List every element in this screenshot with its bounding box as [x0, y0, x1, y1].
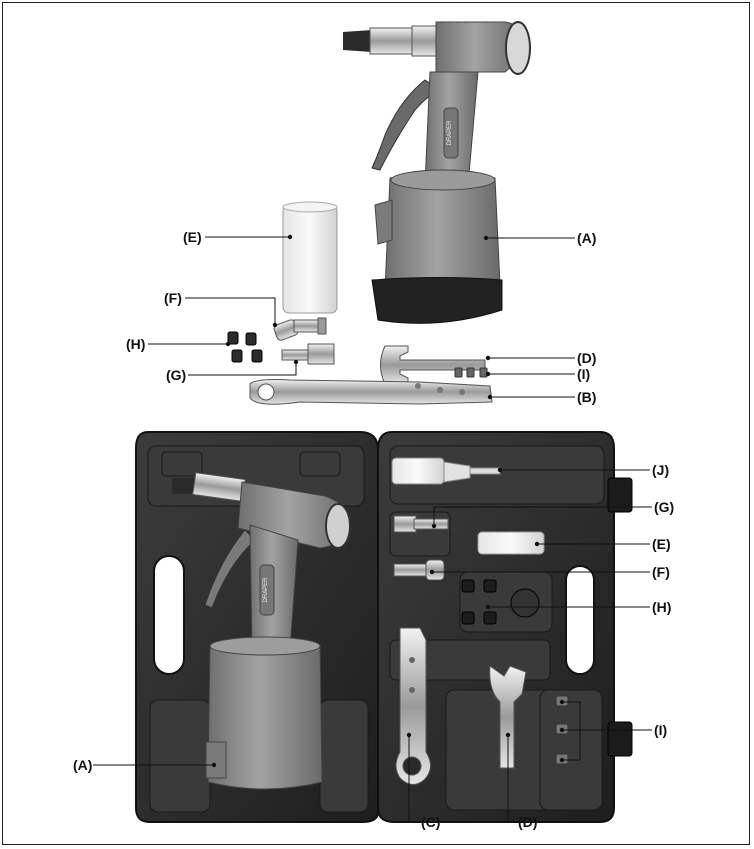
label-case-J: (J) — [652, 462, 669, 478]
rivet-tool-top: DRAPER — [343, 21, 531, 324]
label-case-F: (F) — [652, 564, 670, 580]
rivet-tool-case: DRAPER — [172, 472, 351, 790]
spanner-top — [380, 345, 486, 385]
label-top-G: (G) — [166, 367, 186, 383]
air-coupling-top — [281, 343, 335, 365]
swivel-fitting-top — [273, 317, 327, 341]
swivel-fitting-case — [393, 559, 445, 581]
storage-tube-top — [282, 201, 338, 314]
leader-lines-case — [93, 469, 652, 823]
label-top-H: (H) — [126, 336, 145, 352]
label-case-D: (D) — [518, 814, 537, 830]
label-case-C: (C) — [421, 814, 440, 830]
leader-dots-case — [211, 467, 565, 768]
multi-wrench-top — [249, 379, 493, 405]
label-top-B: (B) — [577, 389, 596, 405]
label-top-F: (F) — [164, 290, 182, 306]
oil-bottle-case — [391, 457, 501, 485]
spanner-case — [489, 665, 527, 769]
label-case-I: (I) — [654, 722, 667, 738]
pins-top — [454, 367, 488, 378]
tool-brand-top: DRAPER — [447, 120, 453, 146]
leader-dots-top — [225, 234, 493, 400]
leader-lines-top — [148, 236, 575, 398]
label-top-E: (E) — [183, 229, 202, 245]
rubber-caps-case — [461, 579, 540, 625]
multi-wrench-case — [395, 627, 431, 785]
label-case-E: (E) — [652, 536, 671, 552]
rubber-caps-top — [227, 331, 263, 363]
label-case-H: (H) — [652, 599, 671, 615]
air-coupling-case — [393, 515, 449, 533]
storage-tube-case — [477, 531, 545, 555]
tool-brand-case: DRAPER — [263, 577, 269, 603]
label-top-I: (I) — [577, 366, 590, 382]
label-top-A: (A) — [577, 230, 596, 246]
label-top-D: (D) — [577, 350, 596, 366]
label-case-A: (A) — [73, 757, 92, 773]
label-case-G: (G) — [654, 499, 674, 515]
